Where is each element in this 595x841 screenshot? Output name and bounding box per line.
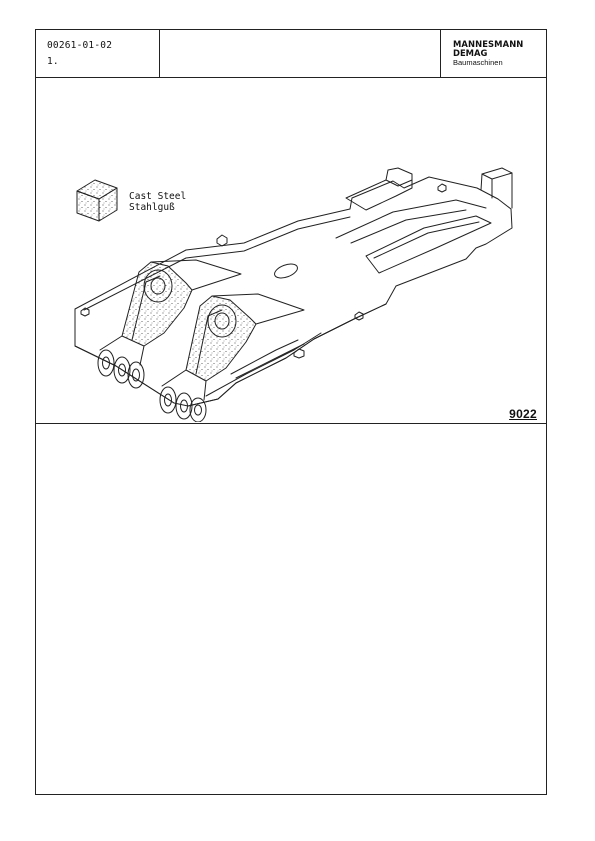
revision-number: 1. xyxy=(47,56,59,67)
front-coupling-bracket xyxy=(97,259,242,389)
empty-notes-area xyxy=(36,424,546,794)
figure-area: Cast Steel Stahlguß 9022 xyxy=(36,78,546,424)
material-legend: Cast Steel Stahlguß xyxy=(129,191,186,213)
rear-coupling-bracket xyxy=(159,293,305,422)
material-label-de: Stahlguß xyxy=(129,202,175,213)
empty-title-cell xyxy=(160,30,441,77)
crane-chassis-drawing xyxy=(74,167,513,422)
chassis-main-body xyxy=(74,167,513,407)
document-number: 00261-01-02 xyxy=(47,40,113,51)
logo-brand: MANNESMANN xyxy=(453,39,524,49)
logo-sub-brand: DEMAG xyxy=(453,48,488,58)
cast-steel-legend-cube xyxy=(76,179,118,222)
document-info-cell: 00261-01-02 1. xyxy=(36,30,160,77)
figure-number: 9022 xyxy=(509,407,537,421)
company-logo: MANNESMANN DEMAG Baumaschinen xyxy=(441,30,546,77)
title-block: 00261-01-02 1. MANNESMANN DEMAG Baumasch… xyxy=(36,30,546,78)
logo-division: Baumaschinen xyxy=(453,58,503,67)
material-label-en: Cast Steel xyxy=(129,191,187,202)
drawing-sheet: 00261-01-02 1. MANNESMANN DEMAG Baumasch… xyxy=(35,29,547,795)
